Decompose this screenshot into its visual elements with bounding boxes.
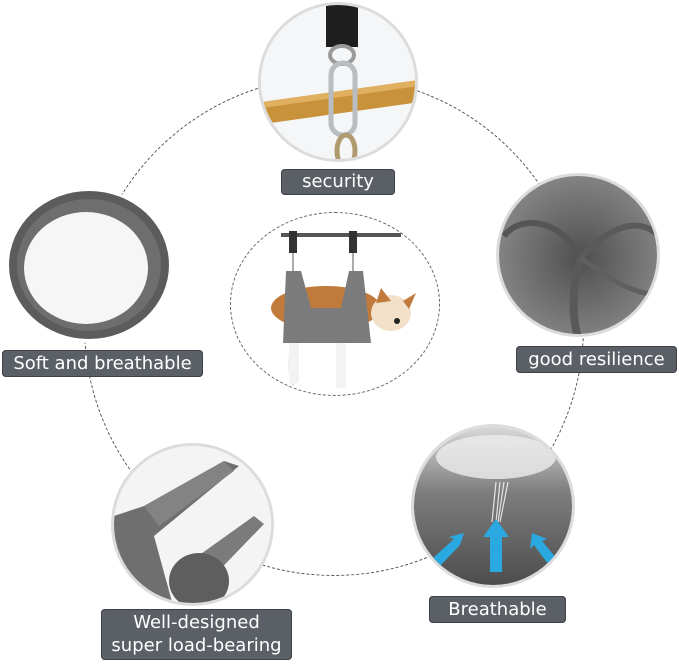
carabiner-icon bbox=[261, 5, 415, 159]
center-dog-hammock-image bbox=[230, 212, 440, 396]
good-resilience-label: good resilience bbox=[516, 346, 677, 373]
fabric-swirl-icon bbox=[499, 176, 657, 334]
security-label: security bbox=[281, 169, 395, 195]
soft-collar-image bbox=[6, 188, 172, 343]
airflow-arrows-icon bbox=[414, 427, 572, 585]
load-bearing-strap-image bbox=[111, 443, 274, 606]
breathable-label: Breathable bbox=[429, 596, 566, 623]
padded-ring-icon bbox=[9, 191, 169, 339]
security-image bbox=[258, 2, 418, 162]
soft-breathable-label: Soft and breathable bbox=[2, 350, 203, 377]
strap-loops-icon bbox=[114, 446, 271, 603]
breathable-fabric-image bbox=[411, 424, 575, 588]
resilience-fabric-image bbox=[496, 173, 660, 337]
load-bearing-label: Well-designed super load-bearing bbox=[101, 609, 292, 660]
dog-hammock-icon bbox=[271, 231, 416, 388]
